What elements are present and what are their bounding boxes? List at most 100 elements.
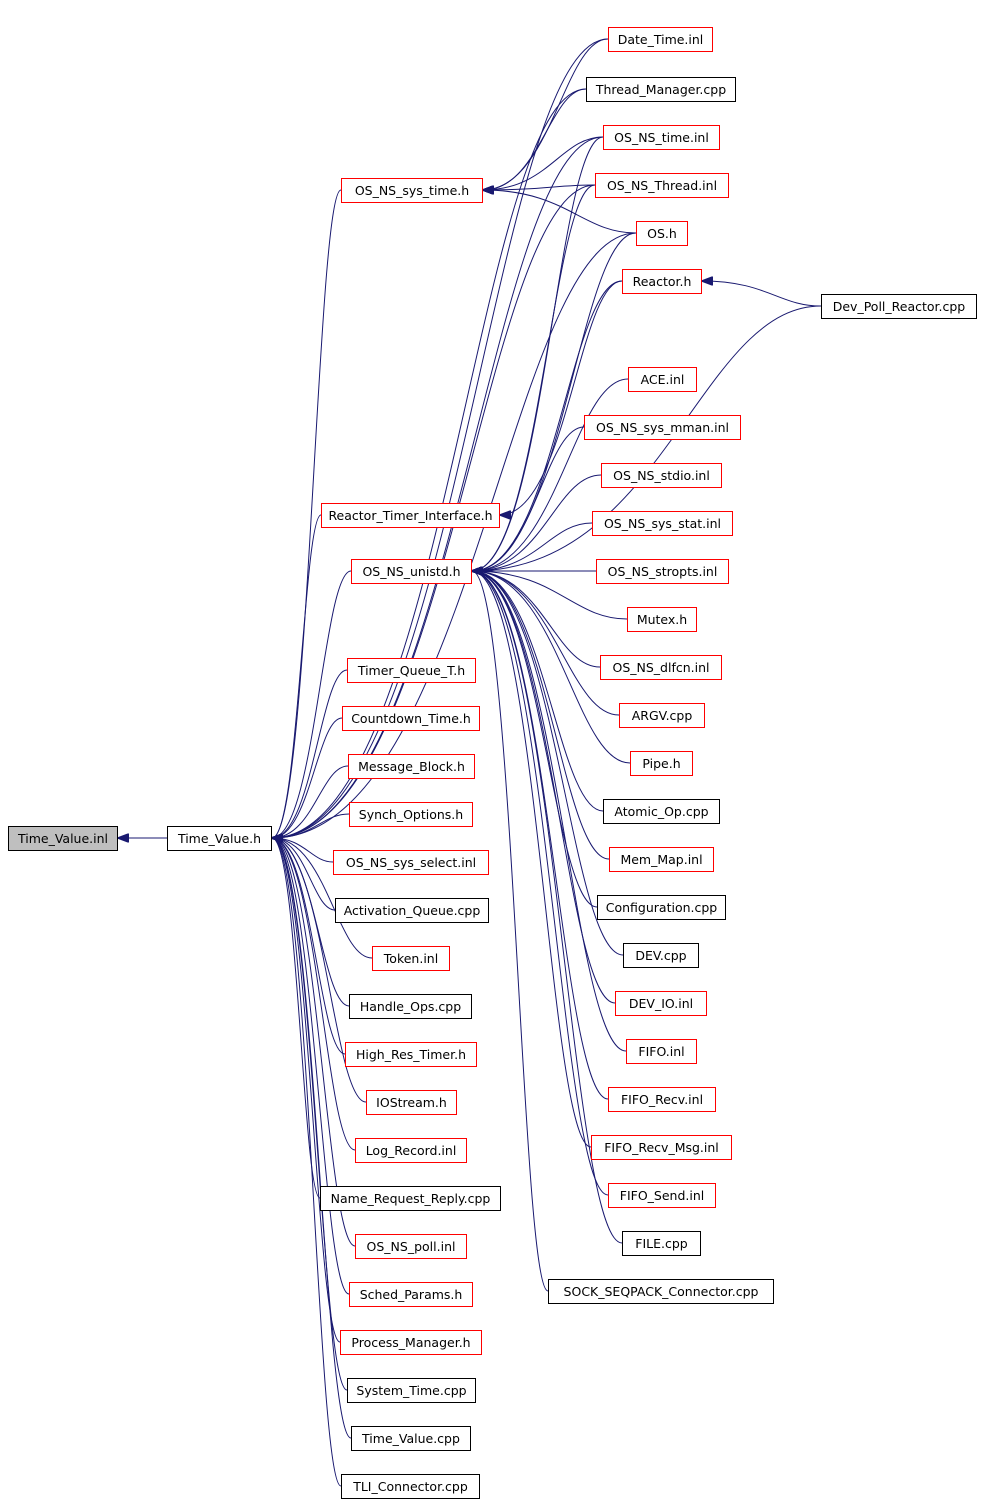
node-label: OS_NS_time.inl <box>614 130 709 145</box>
node-countdown-time-h[interactable]: Countdown_Time.h <box>342 706 480 731</box>
node-mutex-h[interactable]: Mutex.h <box>627 607 697 632</box>
node-system-time-cpp[interactable]: System_Time.cpp <box>347 1378 476 1403</box>
node-os-ns-stropts-inl[interactable]: OS_NS_stropts.inl <box>596 559 729 584</box>
edge-date_time_inl-to-time_value_h <box>272 38 609 838</box>
node-fifo-inl[interactable]: FIFO.inl <box>626 1039 697 1064</box>
node-time-value-h[interactable]: Time_Value.h <box>167 826 272 851</box>
node-box <box>623 943 699 968</box>
node-pipe-h[interactable]: Pipe.h <box>630 751 693 776</box>
node-box <box>608 1087 716 1112</box>
node-os-ns-dlfcn-inl[interactable]: OS_NS_dlfcn.inl <box>600 655 722 680</box>
node-activation-queue-cpp[interactable]: Activation_Queue.cpp <box>335 898 489 923</box>
node-process-manager-h[interactable]: Process_Manager.h <box>340 1330 482 1355</box>
node-label: OS_NS_sys_time.h <box>355 183 469 198</box>
node-dev-poll-reactor-cpp[interactable]: Dev_Poll_Reactor.cpp <box>821 294 977 319</box>
edge-atomic_op_cpp-to-os_ns_unistd_h <box>472 571 604 812</box>
edge-fifo_send_inl-to-os_ns_unistd_h <box>472 571 609 1196</box>
node-os-ns-poll-inl[interactable]: OS_NS_poll.inl <box>355 1234 467 1259</box>
node-box <box>608 1183 716 1208</box>
node-box <box>591 1135 732 1160</box>
edge-fifo_recv_inl-to-os_ns_unistd_h <box>472 571 609 1100</box>
edge-mem_map_inl-to-os_ns_unistd_h <box>472 571 610 860</box>
node-os-ns-sys-stat-inl[interactable]: OS_NS_sys_stat.inl <box>592 511 733 536</box>
node-box <box>626 1039 697 1064</box>
node-atomic-op-cpp[interactable]: Atomic_Op.cpp <box>603 799 720 824</box>
node-box <box>622 269 702 294</box>
edge-reactor_h-to-os_ns_unistd_h <box>472 280 623 571</box>
node-dev-cpp[interactable]: DEV.cpp <box>623 943 699 968</box>
edge-fifo_inl-to-os_ns_unistd_h <box>472 571 627 1052</box>
node-box <box>548 1279 774 1304</box>
node-label: Time_Value.cpp <box>361 1431 460 1446</box>
edge-countdown_time_h-to-time_value_h <box>272 717 343 838</box>
node-box <box>622 1231 701 1256</box>
node-tli-connector-cpp[interactable]: TLI_Connector.cpp <box>341 1474 480 1499</box>
node-os-ns-sys-mman-inl[interactable]: OS_NS_sys_mman.inl <box>584 415 741 440</box>
node-box <box>351 1426 471 1451</box>
node-os-ns-sys-select-inl[interactable]: OS_NS_sys_select.inl <box>333 850 489 875</box>
node-handle-ops-cpp[interactable]: Handle_Ops.cpp <box>349 994 472 1019</box>
node-fifo-recv-inl[interactable]: FIFO_Recv.inl <box>608 1087 716 1112</box>
node-box <box>341 178 483 203</box>
node-synch-options-h[interactable]: Synch_Options.h <box>349 802 473 827</box>
edge-sched_params_h-to-time_value_h <box>272 838 350 1295</box>
node-thread-manager-cpp[interactable]: Thread_Manager.cpp <box>586 77 736 102</box>
node-label: Time_Value.inl <box>17 831 108 846</box>
node-label: Configuration.cpp <box>606 900 718 915</box>
node-box <box>8 826 118 851</box>
node-sched-params-h[interactable]: Sched_Params.h <box>349 1282 473 1307</box>
node-fifo-send-inl[interactable]: FIFO_Send.inl <box>608 1183 716 1208</box>
node-box <box>351 559 472 584</box>
edge-timer_queue_t_h-to-time_value_h <box>272 669 348 838</box>
node-label: FIFO_Send.inl <box>620 1188 704 1203</box>
node-label: OS_NS_stropts.inl <box>608 564 718 579</box>
node-reactor-h[interactable]: Reactor.h <box>622 269 702 294</box>
node-label: Atomic_Op.cpp <box>614 804 708 819</box>
node-iostream-h[interactable]: IOStream.h <box>366 1090 457 1115</box>
node-box <box>630 751 693 776</box>
node-fifo-recv-msg-inl[interactable]: FIFO_Recv_Msg.inl <box>591 1135 732 1160</box>
node-sock-seqpack-connector-cpp[interactable]: SOCK_SEQPACK_Connector.cpp <box>548 1279 774 1304</box>
node-configuration-cpp[interactable]: Configuration.cpp <box>597 895 726 920</box>
edge-message_block_h-to-time_value_h <box>272 765 349 838</box>
node-os-h[interactable]: OS.h <box>636 221 688 246</box>
node-os-ns-stdio-inl[interactable]: OS_NS_stdio.inl <box>601 463 722 488</box>
node-argv-cpp[interactable]: ARGV.cpp <box>619 703 705 728</box>
node-date-time-inl[interactable]: Date_Time.inl <box>608 27 713 52</box>
node-box <box>349 994 472 1019</box>
node-box <box>609 847 714 872</box>
node-label: Date_Time.inl <box>618 32 704 47</box>
node-token-inl[interactable]: Token.inl <box>372 946 450 971</box>
node-label: OS_NS_sys_mman.inl <box>596 420 729 435</box>
node-box <box>349 1282 473 1307</box>
node-time-value-inl[interactable]: Time_Value.inl <box>8 826 118 851</box>
node-mem-map-inl[interactable]: Mem_Map.inl <box>609 847 714 872</box>
node-label: Log_Record.inl <box>366 1143 457 1158</box>
node-box <box>372 946 450 971</box>
node-time-value-cpp[interactable]: Time_Value.cpp <box>351 1426 471 1451</box>
node-label: FIFO_Recv.inl <box>621 1092 703 1107</box>
node-high-res-timer-h[interactable]: High_Res_Timer.h <box>345 1042 477 1067</box>
edge-dev_io_inl-to-os_ns_unistd_h <box>472 571 616 1004</box>
node-box <box>619 703 705 728</box>
node-log-record-inl[interactable]: Log_Record.inl <box>355 1138 467 1163</box>
node-label: OS_NS_unistd.h <box>362 564 460 579</box>
node-dev-io-inl[interactable]: DEV_IO.inl <box>615 991 707 1016</box>
node-box <box>321 503 500 528</box>
node-os-ns-unistd-h[interactable]: OS_NS_unistd.h <box>351 559 472 584</box>
node-ace-inl[interactable]: ACE.inl <box>628 367 697 392</box>
node-box <box>341 1474 480 1499</box>
node-file-cpp[interactable]: FILE.cpp <box>622 1231 701 1256</box>
node-os-ns-thread-inl[interactable]: OS_NS_Thread.inl <box>595 173 729 198</box>
node-os-ns-sys-time-h[interactable]: OS_NS_sys_time.h <box>341 178 483 203</box>
node-box <box>584 415 741 440</box>
node-name-request-reply-cpp[interactable]: Name_Request_Reply.cpp <box>320 1186 501 1211</box>
edge-os_ns_time_inl-to-os_ns_sys_time_h <box>483 136 604 190</box>
node-label: Pipe.h <box>642 756 680 771</box>
node-reactor-timer-interface-h[interactable]: Reactor_Timer_Interface.h <box>321 503 500 528</box>
node-label: FIFO_Recv_Msg.inl <box>604 1140 719 1155</box>
node-timer-queue-t-h[interactable]: Timer_Queue_T.h <box>347 658 476 683</box>
node-os-ns-time-inl[interactable]: OS_NS_time.inl <box>603 125 720 150</box>
node-message-block-h[interactable]: Message_Block.h <box>348 754 475 779</box>
edge-os_ns_unistd_h-to-time_value_h <box>272 570 352 838</box>
